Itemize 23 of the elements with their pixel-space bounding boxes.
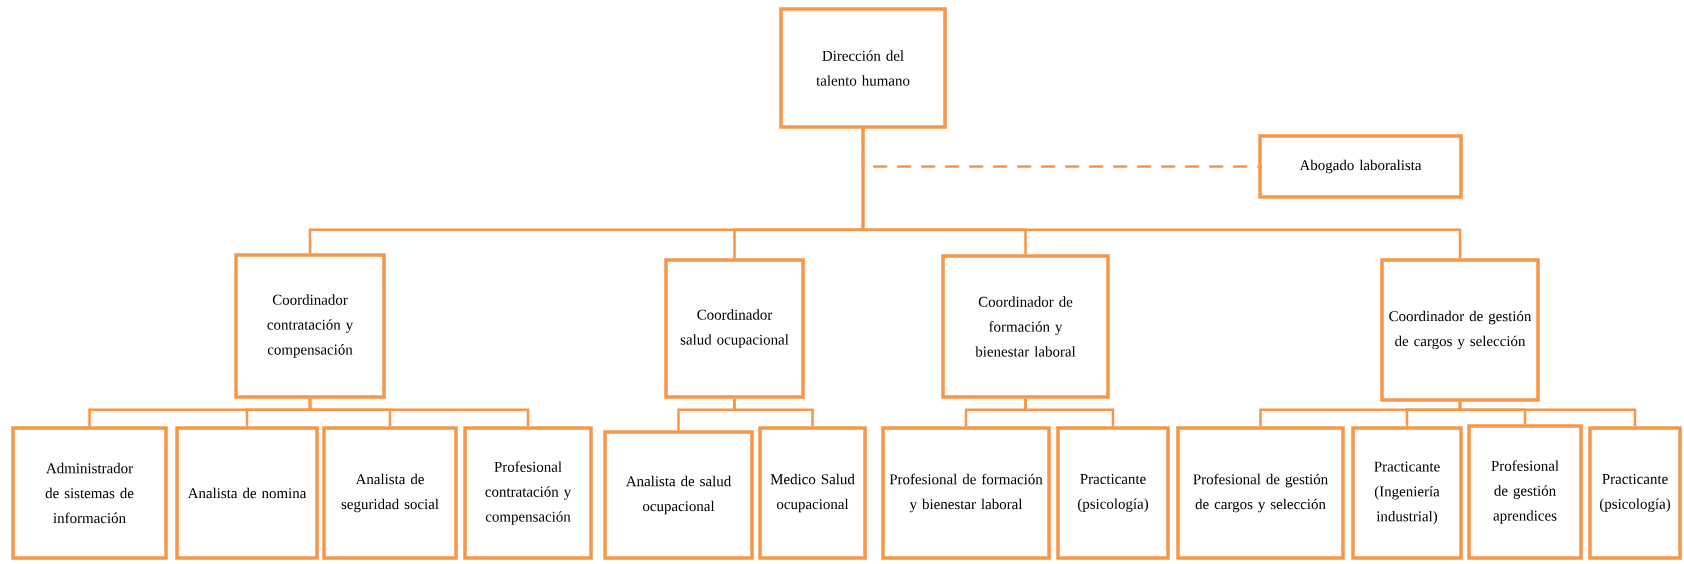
connector-line (861, 128, 1462, 259)
connector-line (1458, 401, 1637, 427)
position-box: Analista de seguridad social (322, 426, 458, 560)
position-box: Dirección del talento humano (779, 7, 947, 129)
position-box: Coordinador salud ocupacional (664, 258, 805, 399)
connector-line (733, 398, 814, 427)
position-box: Administrador de sistemas de información (11, 426, 168, 560)
position-box: Practicante (psicología) (1056, 426, 1170, 560)
position-box: Practicante (psicología) (1588, 426, 1682, 560)
position-box: Analista de salud ocupacional (603, 430, 754, 560)
position-box: Profesional de formación y bienestar laboral (881, 426, 1051, 560)
connector-line (308, 398, 530, 427)
position-box: Profesional contratación y compensación (463, 426, 593, 560)
connector-line (1024, 398, 1115, 427)
position-box: Coordinador contratación y compensación (234, 253, 386, 399)
position-box: Coordinador de formación y bienestar laboral (941, 254, 1110, 399)
position-box: Abogado laboralista (1258, 134, 1463, 199)
position-box: Coordinador de gestión de cargos y selección (1380, 258, 1540, 402)
position-box: Profesional de gestión aprendices (1467, 424, 1583, 560)
position-box: Profesional de gestión de cargos y selección (1176, 426, 1345, 560)
position-box: Practicante (Ingeniería industrial) (1351, 426, 1463, 560)
position-box: Medico Salud ocupacional (758, 426, 867, 560)
position-box: Analista de nomina (175, 426, 319, 560)
